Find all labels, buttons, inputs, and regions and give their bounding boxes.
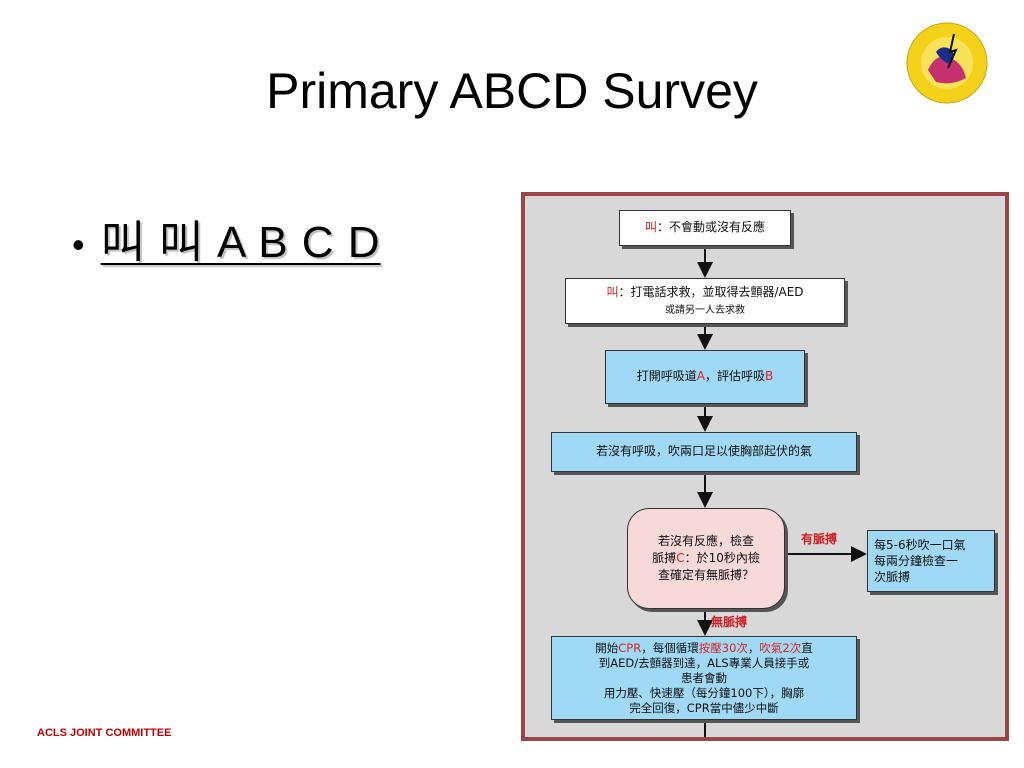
footer-text: ACLS JOINT COMMITTEE [37, 727, 172, 739]
step-highlight: 吹氣2次 [759, 641, 802, 655]
step-text: 若沒有呼吸，吹兩口足以使胸部起伏的氣 [595, 444, 812, 458]
step-letter-c: C [676, 551, 685, 565]
step-prefix: 叫 [644, 220, 657, 234]
flowchart: 叫：不會動或沒有反應 叫：打電話求救，並取得去顫器/AED 或請另一人去求救 打… [521, 192, 1009, 741]
step-box-start-cpr: 開始CPR，每個循環按壓30次，吹氣2次直 到AED/去顫器到達，ALS專業人員… [551, 636, 857, 720]
flowchart-arrows [697, 246, 867, 737]
step-text: 打開呼吸道 [636, 369, 697, 383]
step-line: 查確定有無脈搏？ [657, 568, 754, 582]
step-letter-b: B [765, 369, 774, 383]
slide-title: Primary ABCD Survey [266, 63, 758, 119]
step-box-rescue-breaths: 若沒有呼吸，吹兩口足以使胸部起伏的氣 [551, 432, 857, 472]
acls-committee-logo-icon [906, 22, 988, 104]
step-letter-a: A [696, 369, 705, 383]
step-line: 若沒有反應，檢查 [657, 534, 754, 548]
step-line: 脈搏 [652, 551, 677, 565]
label-no-pulse: 無脈搏 [711, 615, 748, 629]
step-highlight: 按壓30次 [698, 641, 748, 655]
step-line: 次脈搏 [874, 570, 911, 584]
step-box-call-help: 叫：打電話求救，並取得去顫器/AED 或請另一人去求救 [565, 278, 845, 324]
step-box-airway-breathing: 打開呼吸道A，評估呼吸B [605, 350, 805, 404]
step-box-pulse-check: 若沒有反應，檢查 脈搏C：於10秒內檢 查確定有無脈搏？ [627, 508, 785, 609]
step-line: 完全回復，CPR當中儘少中斷 [629, 701, 779, 715]
step-highlight: CPR [618, 641, 642, 655]
bullet-text: 叫 叫 A B C D [100, 218, 381, 267]
bullet-item: • 叫 叫 A B C D [72, 206, 381, 270]
step-box-rescue-breathing-only: 每5-6秒吹一口氣 每兩分鐘檢查一 次脈搏 [867, 530, 995, 592]
step-text: 直 [801, 641, 813, 655]
step-text: 開始 [595, 641, 619, 655]
step-text: ， [747, 641, 760, 655]
step-text: ：打電話求救，並取得去顫器/AED [618, 285, 804, 299]
step-line: 每5-6秒吹一口氣 [874, 538, 966, 552]
step-line: 到AED/去顫器到達，ALS專業人員接手或 [598, 656, 810, 670]
step-text: ：不會動或沒有反應 [657, 220, 766, 234]
step-prefix: 叫 [606, 285, 619, 299]
step-text: ，每個循環 [641, 641, 699, 655]
step-line: ：於10秒內檢 [684, 551, 760, 565]
step-text: ，評估呼吸 [704, 369, 765, 383]
step-line: 患者會動 [681, 671, 727, 685]
label-has-pulse: 有脈搏 [801, 532, 838, 546]
bullet-dot: • [72, 224, 85, 266]
step-line: 每兩分鐘檢查一 [874, 554, 959, 568]
step-line: 用力壓、快速壓（每分鐘100下），胸廓 [603, 686, 805, 700]
step-box-unresponsive: 叫：不會動或沒有反應 [619, 210, 791, 246]
step-subtext: 或請另一人去求救 [665, 305, 745, 316]
